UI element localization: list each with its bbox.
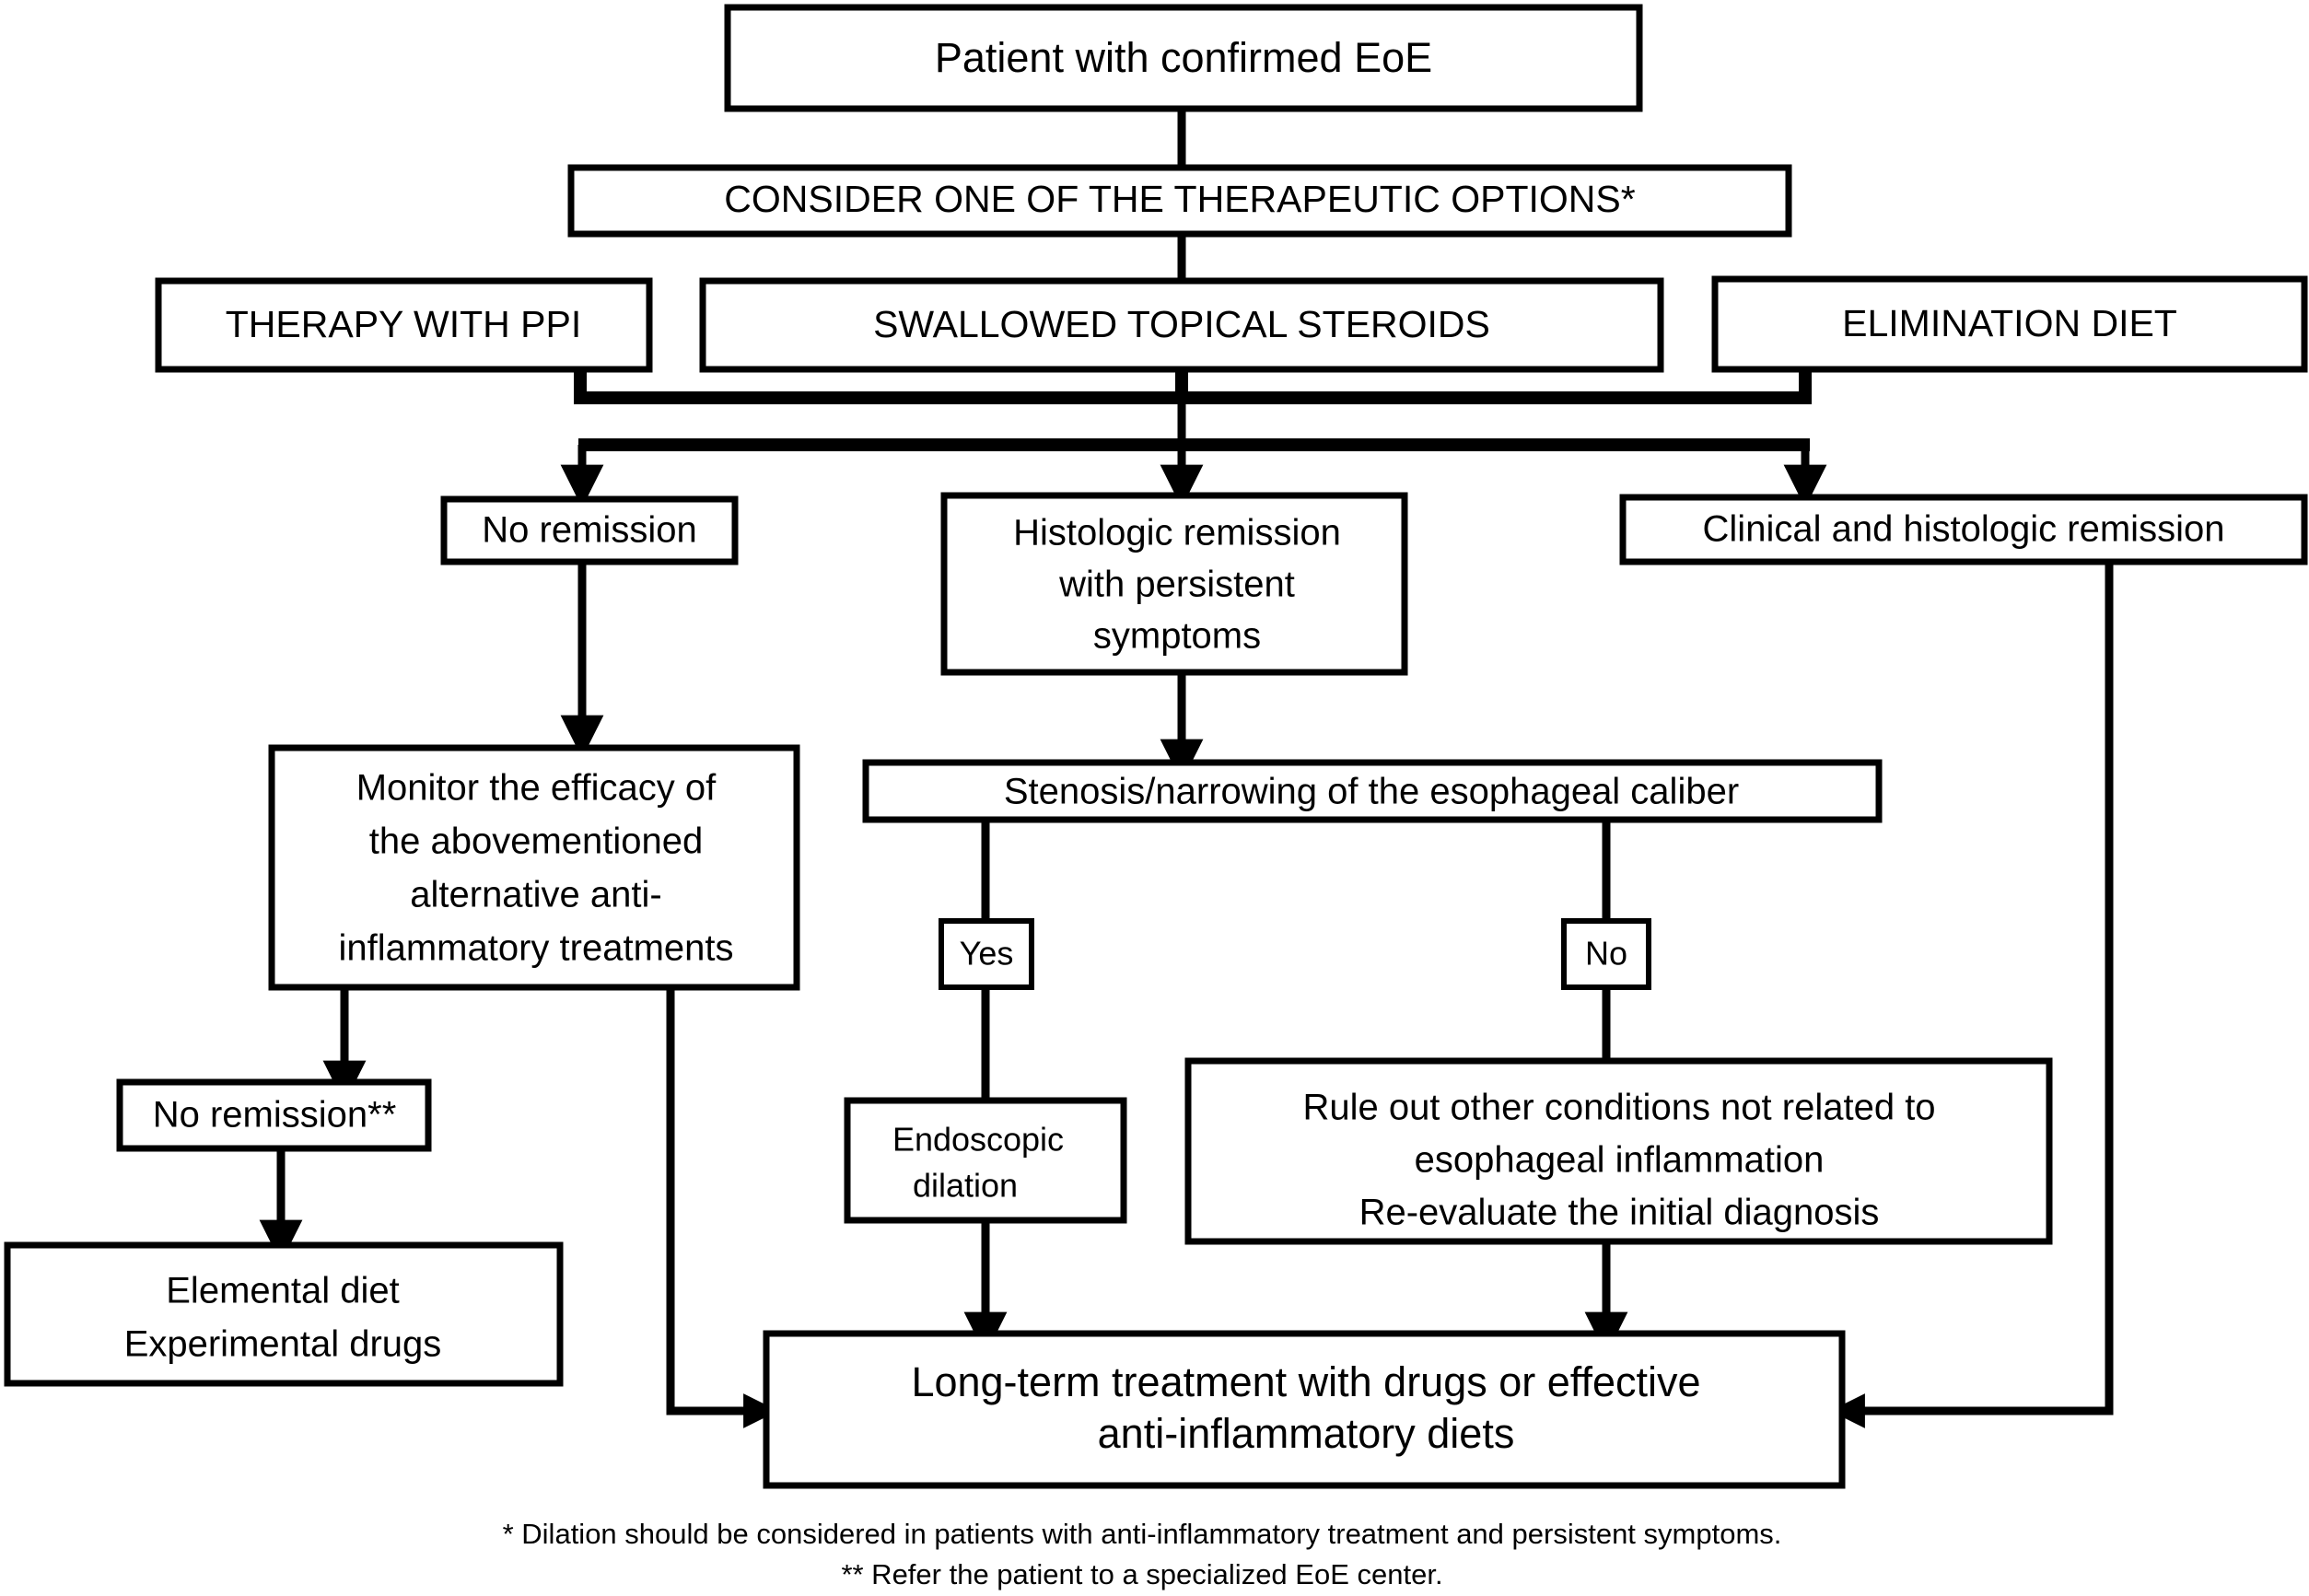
node-no-remission-2-label: No remission** — [153, 1095, 397, 1136]
node-histologic-remission-line3: symptoms — [1093, 616, 1261, 657]
node-histologic-remission[interactable]: Histologic remission with persistent sym… — [940, 492, 1408, 676]
node-elemental-diet-box — [4, 1241, 564, 1387]
node-clinical-histologic-remission-box — [1619, 494, 2308, 565]
node-long-term-treatment-line2: anti-inflammatory diets — [1098, 1410, 1515, 1457]
node-patient-label: Patient with confirmed EoE — [935, 34, 1432, 81]
node-swallowed-topical-steroids-box — [699, 277, 1664, 373]
node-stenosis[interactable]: Stenosis/narrowing of the esophageal cal… — [862, 759, 1883, 823]
node-stenosis-box — [862, 759, 1883, 823]
node-therapy-ppi-box — [155, 277, 653, 373]
node-long-term-treatment-box — [763, 1330, 1846, 1489]
node-clinical-histologic-remission[interactable]: Clinical and histologic remission — [1619, 494, 2308, 565]
node-consider-options-label: CONSIDER ONE OF THE THERAPEUTIC OPTIONS* — [724, 178, 1635, 220]
node-elimination-diet-label: ELIMINATION DIET — [1842, 302, 2177, 344]
node-elemental-diet-line2: Experimental drugs — [124, 1324, 442, 1365]
node-elemental-diet-line1: Elemental diet — [166, 1271, 399, 1311]
node-therapy-ppi-label: THERAPY WITH PPI — [226, 303, 582, 345]
node-yes-box — [939, 918, 1034, 990]
node-monitor-efficacy-box — [268, 744, 800, 991]
node-no-remission-2-box — [116, 1078, 432, 1152]
node-no-remission-label: No remission — [482, 510, 696, 551]
node-endoscopic-dilation-box — [844, 1097, 1127, 1224]
node-monitor-efficacy-line2: the abovementioned — [369, 821, 704, 862]
node-clinical-histologic-remission-label: Clinical and histologic remission — [1703, 509, 2225, 550]
node-swallowed-topical-steroids[interactable]: SWALLOWED TOPICAL STEROIDS — [699, 277, 1664, 373]
node-no-remission[interactable]: No remission — [440, 495, 739, 565]
node-swallowed-topical-steroids-label: SWALLOWED TOPICAL STEROIDS — [873, 303, 1490, 345]
node-histologic-remission-line1: Histologic remission — [1013, 513, 1341, 553]
node-consider-options-box — [567, 164, 1792, 238]
node-stenosis-label: Stenosis/narrowing of the esophageal cal… — [1004, 772, 1739, 812]
node-no-label: No — [1585, 935, 1627, 973]
node-monitor-efficacy-line1: Monitor the efficacy of — [356, 768, 717, 809]
node-long-term-treatment[interactable]: Long-term treatment with drugs or effect… — [763, 1330, 1846, 1489]
node-no-remission-box — [440, 495, 739, 565]
node-rule-out[interactable]: Rule out other conditions not related to… — [1184, 1057, 2053, 1245]
node-no-remission-2[interactable]: No remission** — [116, 1078, 432, 1152]
node-therapy-ppi[interactable]: THERAPY WITH PPI — [155, 277, 653, 373]
footnote-two: ** Refer the patient to a specialized Eo… — [841, 1558, 1442, 1590]
node-yes-label: Yes — [960, 935, 1014, 973]
node-no[interactable]: No — [1561, 918, 1651, 990]
node-patient-box — [724, 4, 1643, 112]
node-yes[interactable]: Yes — [939, 918, 1034, 990]
node-rule-out-line1: Rule out other conditions not related to — [1302, 1088, 1935, 1128]
node-rule-out-box — [1184, 1057, 2053, 1245]
node-rule-out-line2: esophageal inflammation — [1415, 1140, 1825, 1181]
connector-clinical-to-longterm — [1830, 560, 2114, 1428]
node-monitor-efficacy-line4: inflammatory treatments — [338, 928, 733, 969]
node-monitor-efficacy[interactable]: Monitor the efficacy of the abovemention… — [268, 744, 800, 991]
footnote-one: * Dilation should be considered in patie… — [503, 1518, 1782, 1550]
connector-monitor-to-longterm — [666, 987, 778, 1428]
node-patient[interactable]: Patient with confirmed EoE — [724, 4, 1643, 112]
node-elimination-diet[interactable]: ELIMINATION DIET — [1711, 275, 2308, 373]
node-elimination-diet-box — [1711, 275, 2308, 373]
node-histologic-remission-line2: with persistent — [1058, 565, 1295, 605]
node-histologic-remission-box — [940, 492, 1408, 676]
node-consider-options[interactable]: CONSIDER ONE OF THE THERAPEUTIC OPTIONS* — [567, 164, 1792, 238]
node-endoscopic-dilation-line2: dilation — [913, 1167, 1018, 1205]
node-monitor-efficacy-line3: alternative anti- — [410, 875, 661, 915]
node-endoscopic-dilation-line1: Endoscopic — [892, 1121, 1064, 1159]
node-long-term-treatment-line1: Long-term treatment with drugs or effect… — [911, 1358, 1700, 1405]
node-elemental-diet[interactable]: Elemental diet Experimental drugs — [4, 1241, 564, 1387]
node-rule-out-line3: Re-evaluate the initial diagnosis — [1359, 1193, 1880, 1233]
node-no-box — [1561, 918, 1651, 990]
node-endoscopic-dilation[interactable]: Endoscopic dilation — [844, 1097, 1127, 1224]
